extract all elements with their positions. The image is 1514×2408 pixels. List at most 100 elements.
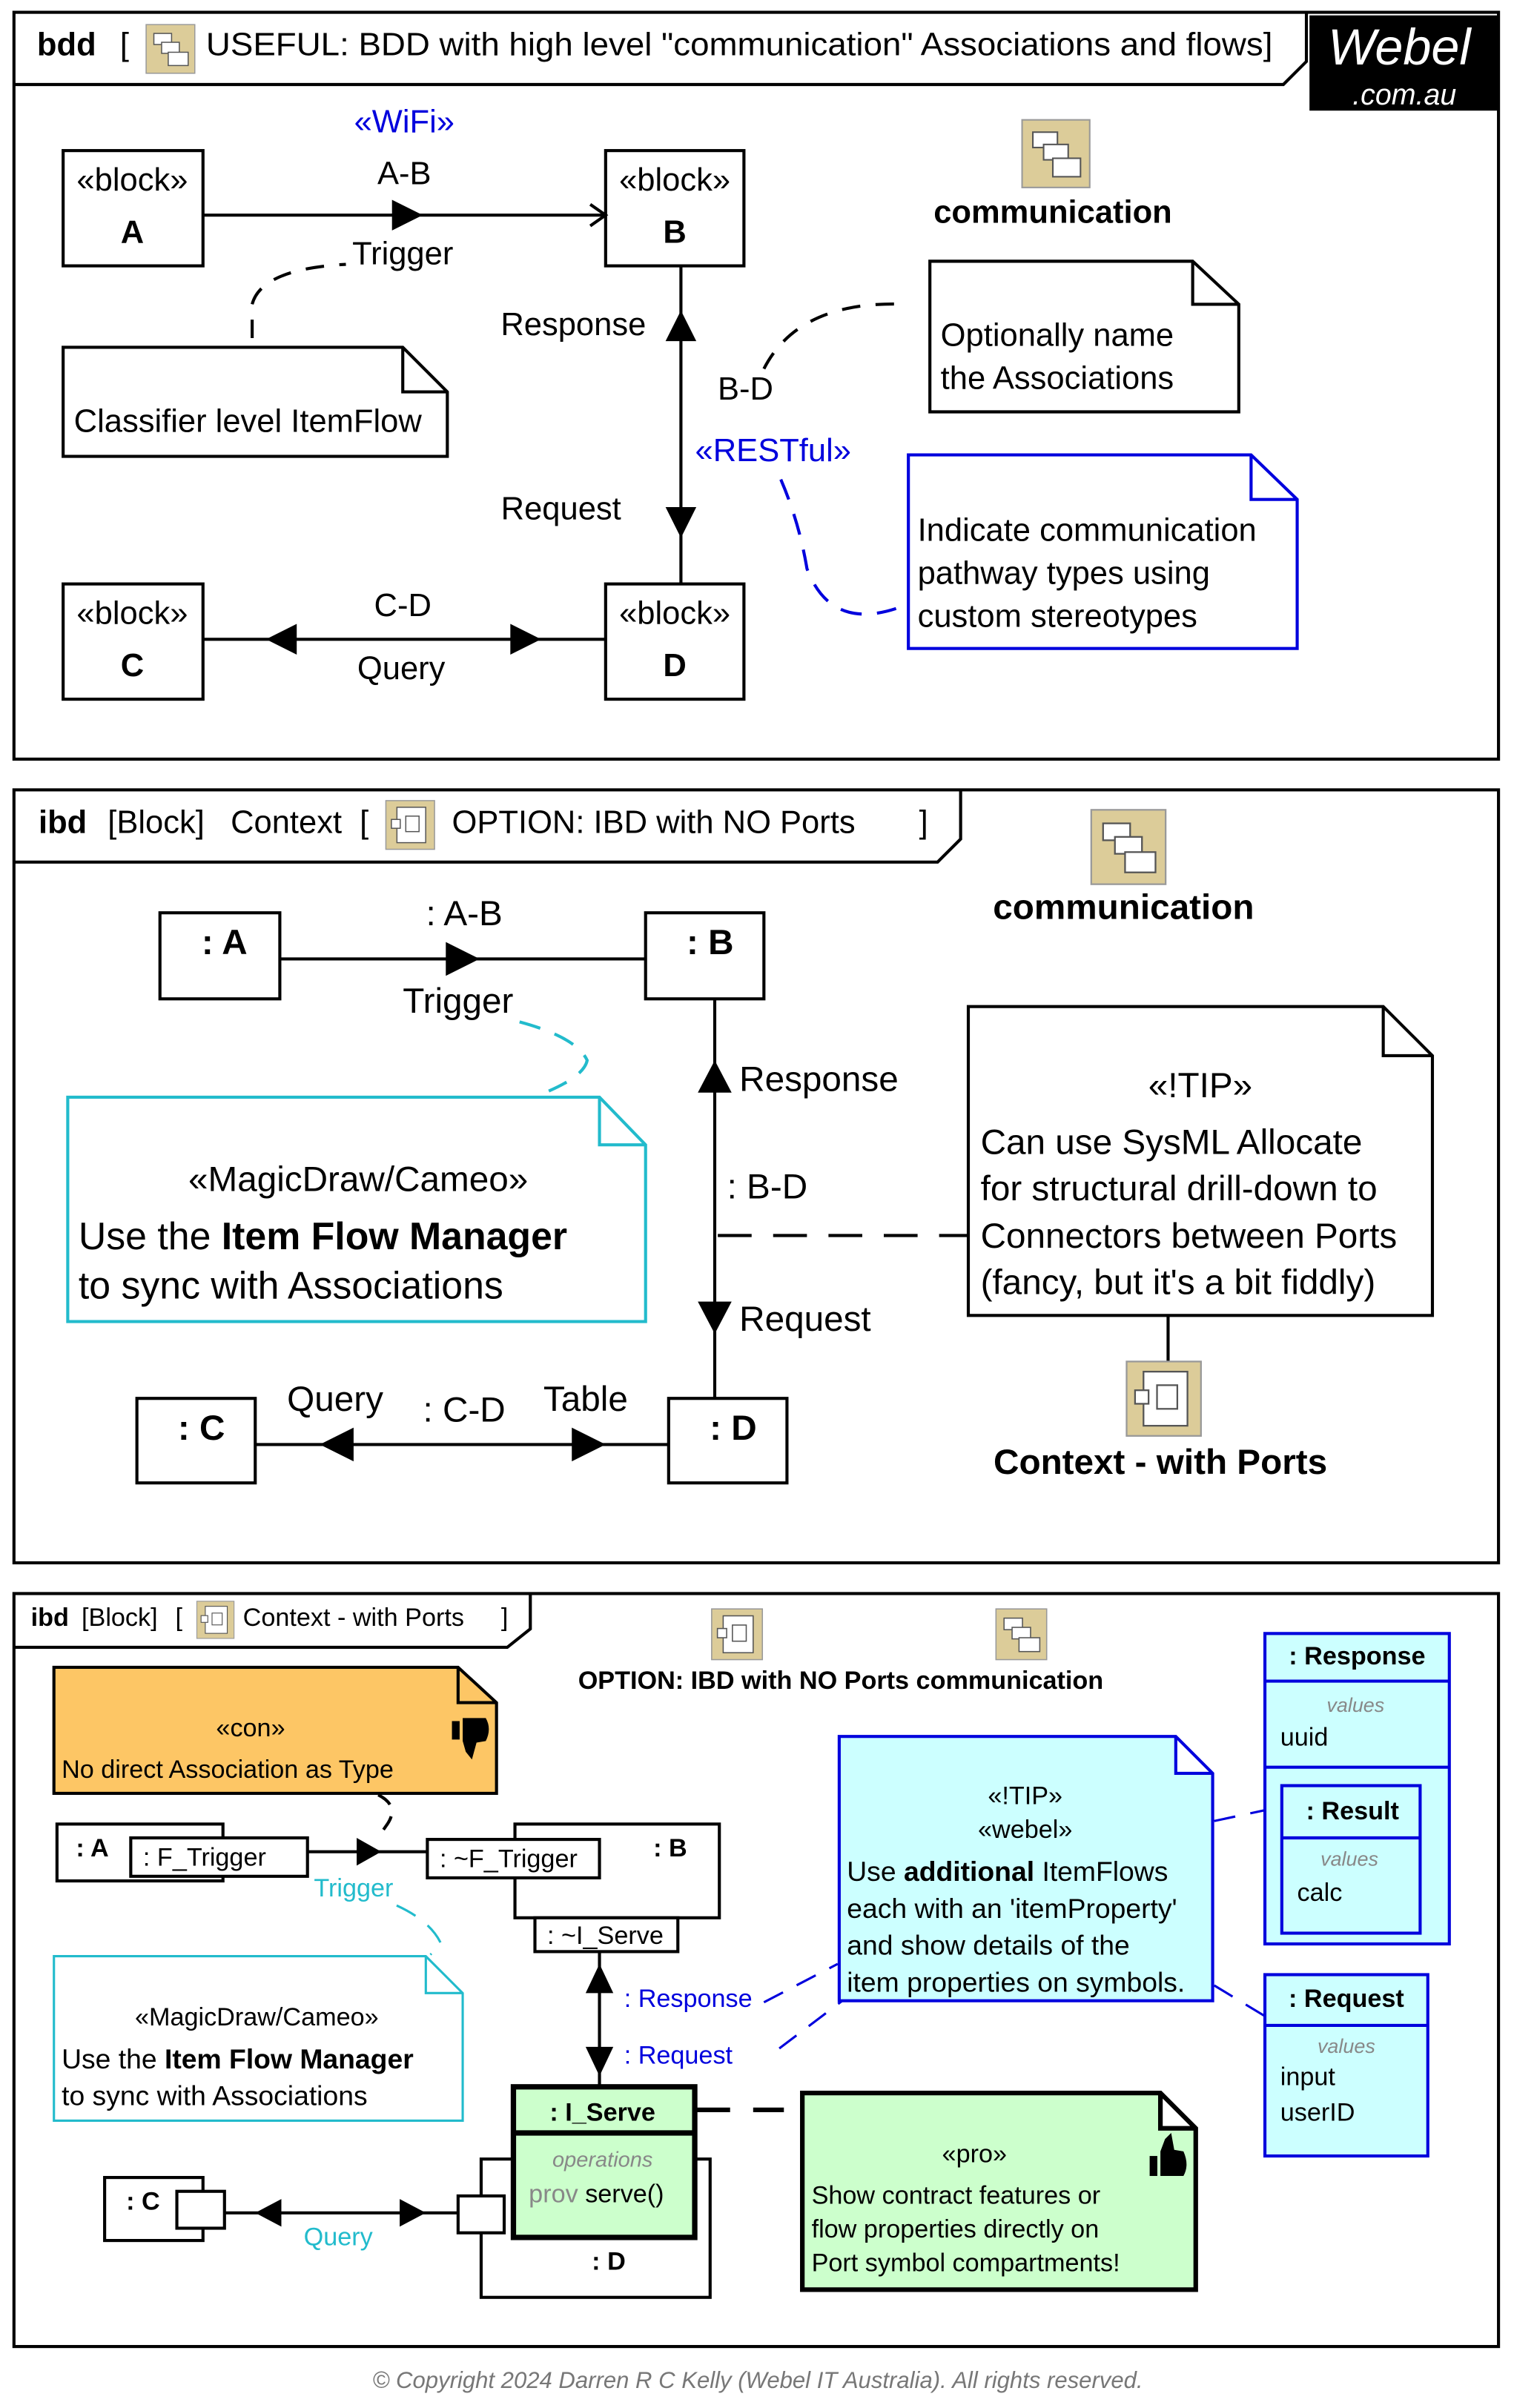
itemflow-arrow-icon [391,199,423,231]
result-block[interactable]: : Result values calc [1280,1784,1422,1935]
connector-c-d[interactable] [255,1427,669,1462]
port-d[interactable] [456,2194,506,2235]
port-ni-serve[interactable]: : ~I_Serve [533,1916,680,1954]
note-pro: «pro» Show contract features or flow pro… [800,2090,1198,2292]
note-tip-webel: «!TIP» «webel» Use additional ItemFlows … [837,1735,1214,2002]
svg-text:: F_Trigger: : F_Trigger [143,1843,266,1871]
svg-text:D: D [663,648,686,684]
svg-text:: Response: : Response [1289,1642,1425,1670]
communication-label[interactable]: communication [933,195,1172,231]
thumbs-up-icon [1149,2132,1187,2177]
svg-text:.com.au: .com.au [1352,79,1456,111]
block-b[interactable]: «block»B [604,149,746,268]
ibd-with-ports-frame: ibd [Block] [ Context - with Ports ] OPT… [12,1592,1501,2349]
communication-package-icon[interactable] [995,1608,1048,1661]
svg-text:: Request: : Request [1289,1985,1404,2013]
svg-text:uuid: uuid [1280,1724,1329,1752]
diagram-kind: ibd [39,804,87,840]
svg-text:custom stereotypes: custom stereotypes [918,599,1197,635]
svg-text:«webel»: «webel» [978,1816,1072,1844]
note-custom-stereotypes: Indicate communication pathway types usi… [907,453,1299,650]
svg-text:: C: : C [178,1409,225,1448]
query-itemflow-label: Query [304,2223,374,2251]
association-c-d[interactable] [202,624,606,655]
svg-text:C: C [121,648,144,684]
port-i-serve[interactable]: : I_Serve operations prov serve() [510,2084,698,2240]
port-c[interactable] [175,2189,226,2230]
svg-text:«pro»: «pro» [942,2140,1007,2168]
bracket: [ [120,27,129,63]
diagram-context-type: [Block] [82,1604,158,1632]
svg-text:flow properties directly on: flow properties directly on [812,2215,1100,2243]
svg-text:userID: userID [1280,2098,1355,2126]
ibd-no-ports-icon[interactable] [711,1608,764,1661]
context-with-ports-icon[interactable] [1125,1360,1202,1437]
trigger-label: Trigger [352,236,453,272]
bdd-diagram-frame: bdd [ USEFUL: BDD with high level "commu… [12,10,1501,761]
cd-label: C-D [374,588,432,624]
port-f-trigger[interactable]: : F_Trigger [129,1836,309,1878]
svg-text:«!TIP»: «!TIP» [988,1782,1062,1810]
webel-logo: Webel .com.au [1309,15,1499,111]
table-label: Table [543,1380,628,1419]
communication-package-icon[interactable] [1090,809,1167,885]
svg-text:Connectors between Ports: Connectors between Ports [981,1217,1398,1256]
association-b-d[interactable] [665,265,697,584]
svg-text:: A: : A [76,1834,108,1862]
query-label: Query [287,1380,383,1419]
svg-text:«block»: «block» [619,596,730,632]
wifi-stereotype: «WiFi» [354,104,454,139]
svg-text:«block»: «block» [76,596,188,632]
part-a[interactable]: : A [158,911,282,1001]
context-with-ports-label[interactable]: Context - with Ports [994,1443,1327,1482]
connector-b-d[interactable] [698,999,732,1399]
part-c[interactable]: : C [135,1397,257,1485]
block-c[interactable]: «block» C [62,582,205,701]
svg-text:to sync with Associations: to sync with Associations [79,1263,503,1306]
svg-text:: B: : B [687,923,734,962]
communication-label[interactable]: communication [993,888,1254,927]
part-d[interactable]: : D [667,1397,789,1485]
note-con: «con» No direct Association as Type [52,1665,498,1795]
restful-stereotype: «RESTful» [695,433,851,469]
ab-label: A-B [377,156,432,192]
part-b[interactable]: : B [644,911,766,1001]
connector-serve[interactable] [585,1951,614,2087]
svg-text:«block»: «block» [76,162,188,198]
note-tip-allocate: «!TIP» Can use SysML Allocate for struct… [966,1005,1435,1317]
diagram-title: Context - with Ports [243,1604,464,1632]
connector-trigger[interactable] [307,1838,428,1866]
block-d[interactable]: «block» D [604,582,746,701]
ab-label: : A-B [426,894,502,933]
connector-a-b[interactable] [280,942,646,976]
connector-query[interactable] [224,2199,458,2227]
svg-text:calc: calc [1298,1879,1343,1907]
request-block[interactable]: : Request values input userID [1263,1973,1429,2158]
svg-text:the Associations: the Associations [941,360,1174,396]
diagram-links-label[interactable]: OPTION: IBD with NO Ports communication [578,1667,1103,1695]
svg-text:: A: : A [202,923,248,962]
svg-text:: B: : B [653,1834,687,1862]
request-itemflow-label: : Request [624,2042,733,2070]
diagram-title: USEFUL: BDD with high level "communicati… [206,27,1272,63]
note-optionally-name: Optionally name the Associations [928,259,1240,414]
svg-text:: ~I_Serve: : ~I_Serve [547,1922,664,1950]
request-label: Request [739,1300,871,1339]
svg-text:for structural drill-down to: for structural drill-down to [981,1169,1378,1208]
svg-text:Use additional ItemFlows: Use additional ItemFlows [847,1856,1168,1887]
diagram-kind: bdd [37,27,96,63]
svg-text:each with an 'itemProperty': each with an 'itemProperty' [847,1893,1177,1924]
response-itemflow-label: : Response [624,1985,753,2013]
ibd-no-ports-frame: ibd [Block] Context [ OPTION: IBD with N… [12,788,1501,1565]
communication-package-icon[interactable] [1021,119,1091,188]
svg-text:(fancy, but it's a bit fiddly): (fancy, but it's a bit fiddly) [981,1263,1376,1302]
note-classifier-itemflow: Classifier level ItemFlow [62,345,449,458]
svg-text:Use the Item Flow Manager: Use the Item Flow Manager [62,2043,414,2074]
block-a[interactable]: «block»A [62,149,205,268]
association-a-b[interactable] [202,199,609,231]
svg-text:Webel: Webel [1328,19,1472,76]
port-nf-trigger[interactable]: : ~F_Trigger [426,1838,601,1879]
diagram-context-name: Context [231,804,342,840]
svg-text:No direct Association as Type: No direct Association as Type [62,1756,394,1784]
